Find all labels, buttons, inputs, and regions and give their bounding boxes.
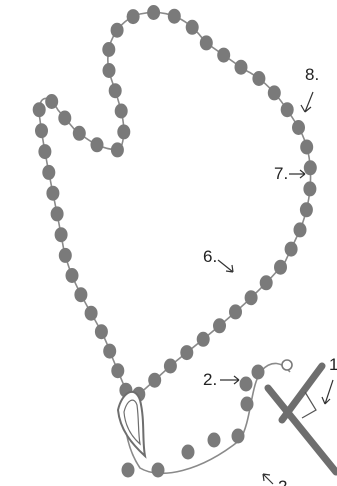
bead bbox=[292, 120, 305, 135]
bead bbox=[103, 63, 116, 78]
bead bbox=[42, 165, 55, 180]
bead bbox=[55, 227, 68, 242]
bead bbox=[91, 137, 104, 152]
bead bbox=[294, 222, 307, 237]
bead bbox=[111, 142, 124, 157]
bead bbox=[229, 304, 242, 319]
bead bbox=[127, 9, 140, 24]
bead bbox=[252, 71, 265, 86]
bead bbox=[59, 248, 72, 263]
bead bbox=[38, 144, 51, 159]
bead bbox=[147, 5, 160, 20]
bead bbox=[213, 318, 226, 333]
bead bbox=[111, 23, 124, 38]
rosary-beads bbox=[33, 5, 317, 478]
label-six: 6. bbox=[203, 247, 217, 266]
pendant-bead bbox=[252, 365, 265, 380]
bead bbox=[45, 94, 58, 109]
bead bbox=[303, 181, 316, 196]
bead bbox=[35, 123, 48, 138]
crucifix bbox=[268, 366, 336, 472]
bead bbox=[300, 202, 313, 217]
pendant-bead bbox=[152, 463, 165, 478]
bead bbox=[168, 9, 181, 24]
rosary-chain bbox=[39, 12, 310, 400]
bead bbox=[200, 35, 213, 50]
bead bbox=[74, 287, 87, 302]
arrow-seven bbox=[289, 170, 305, 178]
bead bbox=[117, 124, 130, 139]
bead bbox=[33, 102, 46, 117]
bead bbox=[235, 60, 248, 75]
bead bbox=[103, 344, 116, 359]
bead bbox=[46, 186, 59, 201]
bead bbox=[197, 332, 210, 347]
pendant-bead bbox=[241, 397, 254, 412]
bead bbox=[95, 324, 108, 339]
arrow-two bbox=[220, 376, 239, 384]
bead bbox=[109, 83, 122, 98]
bead bbox=[245, 290, 258, 305]
arrow-one bbox=[322, 380, 333, 404]
bead bbox=[300, 140, 313, 155]
pendant-bead bbox=[182, 445, 195, 460]
arrow-eight bbox=[301, 92, 313, 112]
bead bbox=[148, 373, 161, 388]
bead bbox=[115, 104, 128, 119]
bead bbox=[281, 102, 294, 117]
label-eight: 8. bbox=[305, 65, 319, 84]
pendant-bead bbox=[232, 429, 245, 444]
bead bbox=[285, 242, 298, 257]
pendant-bead bbox=[122, 463, 135, 478]
bead bbox=[66, 268, 79, 283]
label-bottom-partial: 2 bbox=[278, 477, 287, 486]
bead bbox=[304, 160, 317, 175]
pendant-bead bbox=[208, 433, 221, 448]
bead bbox=[268, 85, 281, 100]
centerpiece-medal bbox=[118, 392, 145, 456]
pendant-bead bbox=[240, 377, 253, 392]
label-seven: 7. bbox=[274, 164, 288, 183]
arrow-six bbox=[218, 260, 233, 272]
bead bbox=[180, 345, 193, 360]
bead bbox=[111, 363, 124, 378]
bead bbox=[102, 42, 115, 57]
label-one: 1 bbox=[329, 355, 337, 374]
connector-ring bbox=[282, 360, 292, 370]
bead bbox=[73, 126, 86, 141]
bead bbox=[274, 260, 287, 275]
bead bbox=[51, 206, 64, 221]
bead bbox=[217, 48, 230, 63]
bead bbox=[58, 111, 71, 126]
bead bbox=[164, 359, 177, 374]
arrow-bottom bbox=[263, 474, 273, 484]
bead bbox=[186, 20, 199, 35]
label-two: 2. bbox=[203, 370, 217, 389]
bead bbox=[85, 306, 98, 321]
bead bbox=[260, 275, 273, 290]
